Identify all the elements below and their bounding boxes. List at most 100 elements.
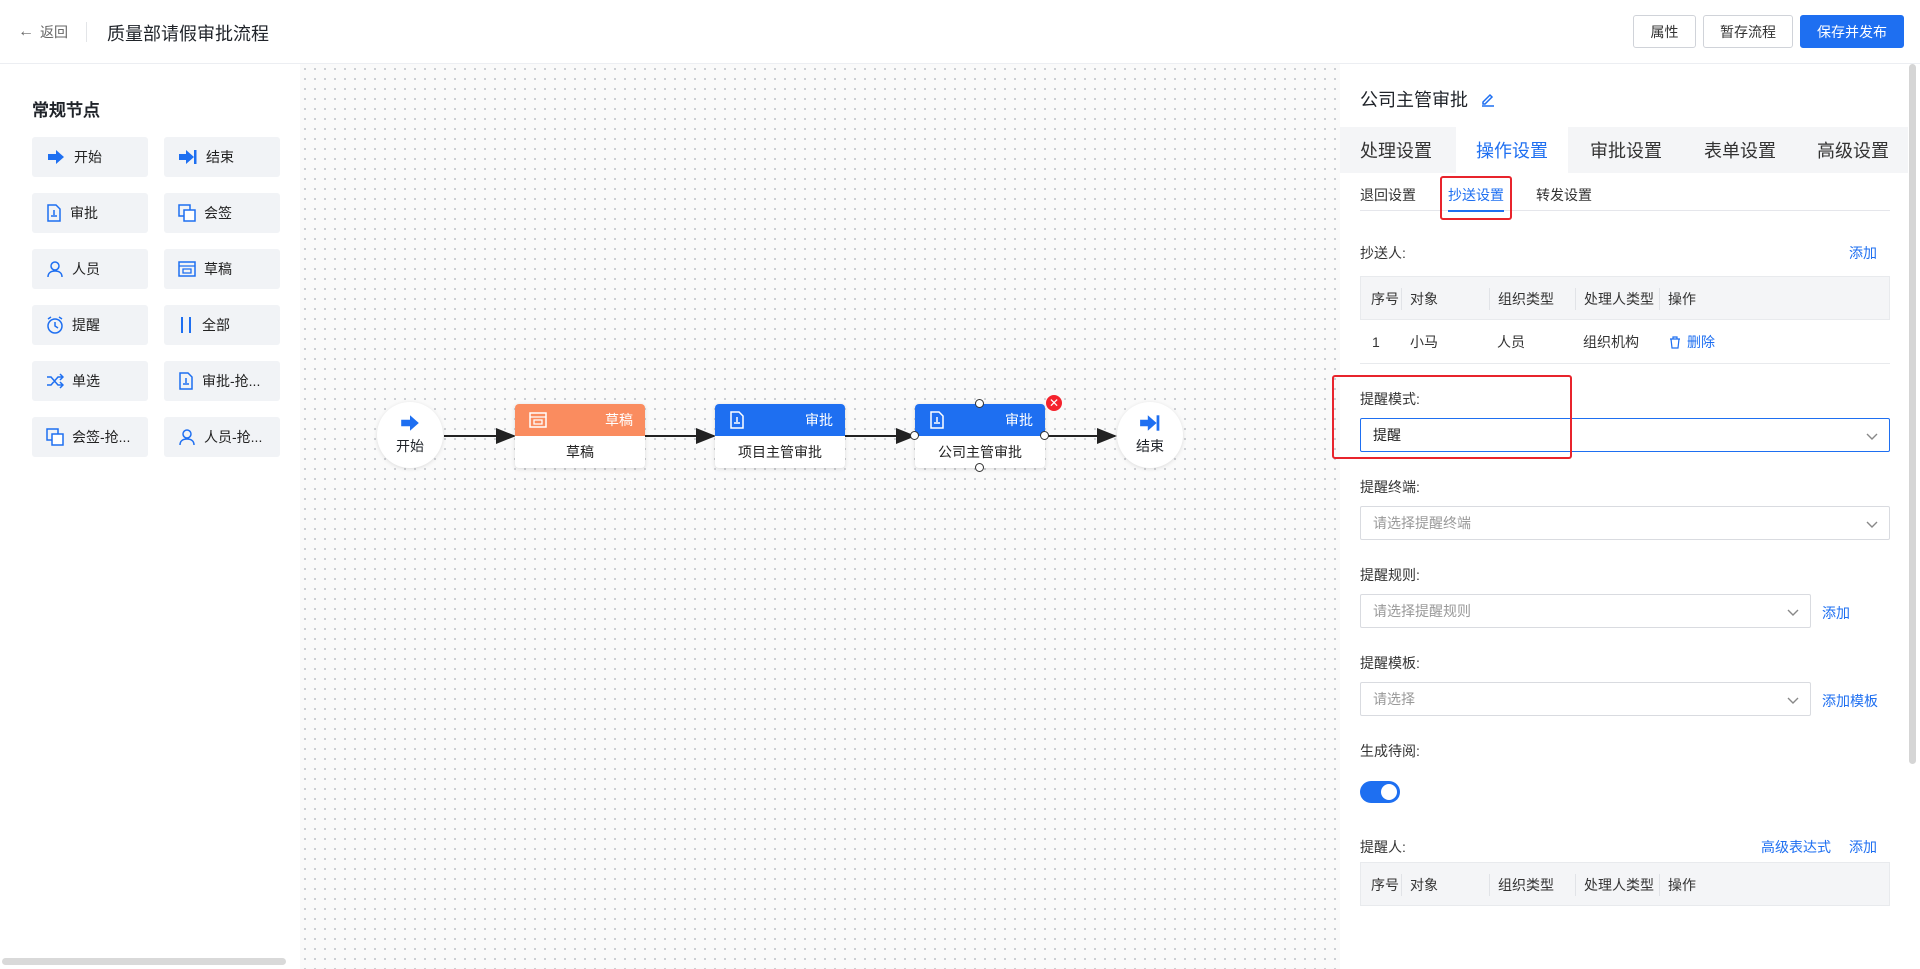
chevron-down-icon: [1787, 697, 1799, 704]
remind-terminal-label: 提醒终端:: [1360, 479, 1420, 495]
palette-item-end[interactable]: 结束: [164, 137, 280, 177]
tab-advanced[interactable]: 高级设置: [1817, 141, 1889, 161]
reminder-table: 序号 对象 组织类型 处理人类型 操作: [1360, 862, 1890, 906]
delete-node-icon[interactable]: ✕: [1046, 395, 1062, 411]
reminder-label: 提醒人:: [1360, 839, 1406, 855]
palette-item-start[interactable]: 开始: [32, 137, 148, 177]
tab-processing[interactable]: 处理设置: [1360, 141, 1432, 161]
col-org-type: 组织类型: [1489, 288, 1554, 310]
palette-item-approve-grab[interactable]: 审批-抢...: [164, 361, 280, 401]
flow-end-label: 结束: [1136, 438, 1164, 454]
person-icon: [47, 261, 63, 278]
countersign-icon: [178, 204, 196, 222]
properties-button[interactable]: 属性: [1633, 15, 1696, 48]
table-header: 序号 对象 组织类型 处理人类型 操作: [1360, 276, 1890, 320]
vertical-scrollbar[interactable]: [1909, 64, 1916, 764]
end-icon: [1140, 415, 1160, 431]
anchor-handle-top[interactable]: [975, 399, 984, 408]
anchor-handle-right[interactable]: [1040, 431, 1049, 440]
cell-no: 1: [1372, 334, 1380, 350]
palette-item-draft[interactable]: 草稿: [164, 249, 280, 289]
back-label: 返回: [40, 24, 68, 40]
palette-item-person-grab[interactable]: 人员-抢...: [164, 417, 280, 457]
palette-item-countersign[interactable]: 会签: [164, 193, 280, 233]
subtab-return[interactable]: 退回设置: [1360, 187, 1416, 203]
remind-terminal-placeholder: 请选择提醒终端: [1373, 515, 1471, 531]
palette-item-label: 提醒: [72, 317, 100, 333]
subtab-forward[interactable]: 转发设置: [1536, 187, 1592, 203]
remind-template-select[interactable]: 请选择: [1360, 682, 1811, 716]
top-bar: ← 返回 质量部请假审批流程 属性 暂存流程 保存并发布: [0, 0, 1920, 64]
node-name: 项目主管审批: [738, 444, 822, 460]
flow-canvas[interactable]: 开始 草稿 草稿 审批 项目主管审批 审批 公司主管审批 ✕ 结束: [300, 64, 1340, 969]
flow-start-label: 开始: [396, 438, 424, 454]
approve-icon: [179, 372, 193, 390]
node-title: 公司主管审批: [1360, 86, 1496, 112]
generate-pending-toggle[interactable]: [1360, 781, 1400, 803]
remind-mode-value: 提醒: [1373, 427, 1401, 443]
delete-button[interactable]: 删除: [1669, 320, 1715, 364]
draft-icon: [529, 412, 547, 428]
table-header: 序号 对象 组织类型 处理人类型 操作: [1360, 862, 1890, 906]
cell-object: 小马: [1410, 334, 1438, 350]
palette-title: 常规节点: [32, 101, 100, 120]
approve-icon: [930, 411, 944, 429]
node-palette: 常规节点 开始 结束 审批 会签 人员 草稿 提醒 全部 单选 审批-抢...: [0, 64, 300, 969]
remind-rule-select[interactable]: 请选择提醒规则: [1360, 594, 1811, 628]
countersign-icon: [46, 428, 64, 446]
cc-add-link[interactable]: 添加: [1849, 245, 1877, 261]
palette-item-countersign-grab[interactable]: 会签-抢...: [32, 417, 148, 457]
save-publish-button[interactable]: 保存并发布: [1800, 15, 1904, 48]
remind-rule-add-link[interactable]: 添加: [1822, 605, 1850, 621]
flow-end-node[interactable]: 结束: [1117, 402, 1183, 468]
anchor-handle-bottom[interactable]: [975, 463, 984, 472]
flow-start-node[interactable]: 开始: [377, 402, 443, 468]
col-object: 对象: [1401, 874, 1438, 896]
palette-item-alarm[interactable]: 提醒: [32, 305, 148, 345]
generate-pending-label: 生成待阅:: [1360, 743, 1420, 759]
tab-operation[interactable]: 操作设置: [1456, 127, 1568, 173]
palette-item-label: 人员-抢...: [204, 429, 263, 445]
reminder-add-link[interactable]: 添加: [1849, 839, 1877, 855]
anchor-handle-left[interactable]: [910, 431, 919, 440]
tab-approval[interactable]: 审批设置: [1590, 141, 1662, 161]
cell-handler-type: 组织机构: [1583, 334, 1639, 350]
add-template-link[interactable]: 添加模板: [1822, 693, 1878, 709]
start-icon: [48, 150, 64, 164]
shuffle-icon: [47, 373, 64, 389]
trash-icon: [1670, 335, 1680, 349]
node-title-text: 公司主管审批: [1360, 90, 1468, 110]
tab-form[interactable]: 表单设置: [1704, 141, 1776, 161]
col-action: 操作: [1659, 874, 1696, 896]
approve-icon: [730, 411, 744, 429]
remind-rule-label: 提醒规则:: [1360, 567, 1420, 583]
alarm-icon: [47, 316, 63, 334]
col-no: 序号: [1371, 291, 1399, 307]
save-draft-button[interactable]: 暂存流程: [1703, 15, 1793, 48]
col-object: 对象: [1401, 288, 1438, 310]
arrow-left-icon: ←: [18, 23, 34, 40]
flow-edges: [444, 428, 1117, 444]
end-icon: [179, 150, 197, 164]
cell-org-type: 人员: [1497, 334, 1525, 350]
flow-node-project-approval[interactable]: 审批 项目主管审批: [715, 404, 845, 468]
operation-subtabs: 退回设置 抄送设置 转发设置: [1360, 185, 1890, 212]
palette-item-label: 审批: [70, 205, 98, 221]
flow-node-draft[interactable]: 草稿 草稿: [515, 404, 645, 468]
divider: [86, 22, 87, 42]
advanced-expression-link[interactable]: 高级表达式: [1761, 839, 1831, 855]
edit-icon[interactable]: [1480, 91, 1496, 107]
node-header: 审批: [715, 404, 845, 436]
palette-item-label: 结束: [206, 149, 234, 165]
remind-terminal-select[interactable]: 请选择提醒终端: [1360, 506, 1890, 540]
palette-item-person[interactable]: 人员: [32, 249, 148, 289]
back-button[interactable]: ← 返回: [18, 22, 68, 42]
palette-item-single-choice[interactable]: 单选: [32, 361, 148, 401]
subtab-cc[interactable]: 抄送设置: [1448, 187, 1504, 212]
horizontal-scrollbar[interactable]: [2, 958, 286, 965]
palette-item-approve[interactable]: 审批: [32, 193, 148, 233]
palette-item-label: 会签: [204, 205, 232, 221]
palette-item-all[interactable]: 全部: [164, 305, 280, 345]
flow-node-company-approval[interactable]: 审批 公司主管审批: [915, 404, 1045, 468]
remind-mode-select[interactable]: 提醒: [1360, 418, 1890, 452]
